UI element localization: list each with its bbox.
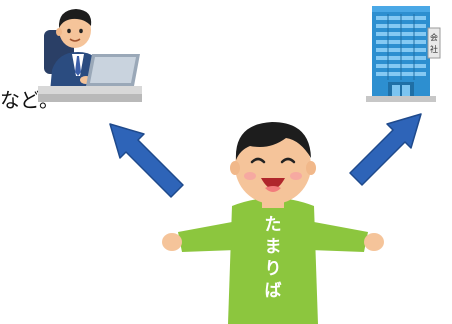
- arrow-up-right-icon: [349, 113, 422, 186]
- shirt-char-3: り: [265, 259, 282, 279]
- building-sign-char-2: 社: [430, 44, 438, 54]
- shirt-char-1: た: [265, 215, 282, 235]
- building-sign-char-1: 会: [430, 32, 438, 42]
- shirt-char-2: ま: [265, 237, 282, 257]
- shirt-char-4: ば: [265, 281, 282, 301]
- office-worker-icon: [38, 9, 142, 102]
- shirt-label: た ま り ば: [265, 215, 282, 301]
- arrow-up-left-icon: [109, 123, 184, 198]
- person-figure-icon: [162, 122, 384, 324]
- office-building-icon: 会 社: [366, 6, 441, 102]
